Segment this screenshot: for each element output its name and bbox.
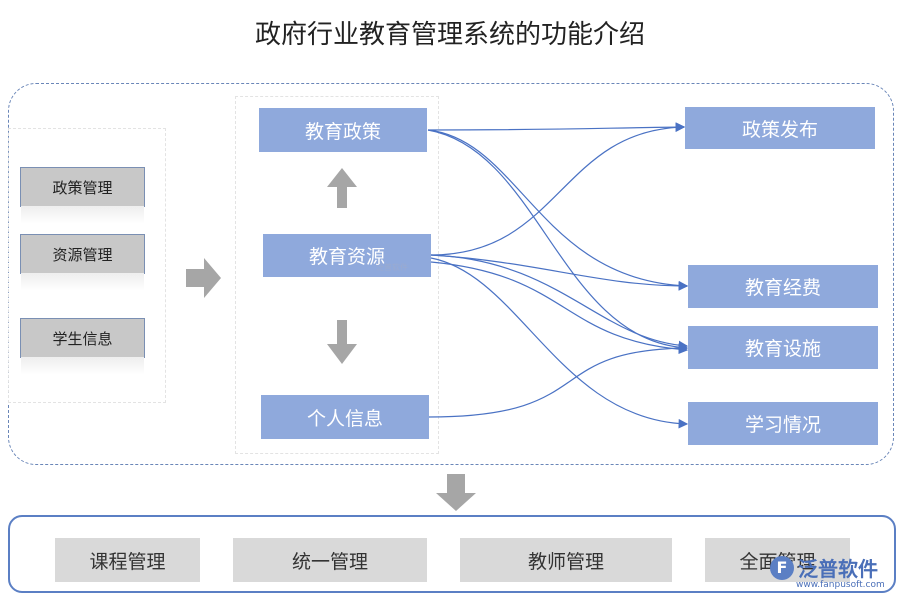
connector-resources-to-learning <box>430 257 689 429</box>
node-education-policy: 教育政策 <box>259 108 427 152</box>
node-personal-info: 个人信息 <box>261 395 429 439</box>
connector-resources-to-facilities-2 <box>430 261 689 355</box>
watermark-small: 泛普软件 <box>376 263 408 272</box>
arrow-down-bottom-gray <box>436 474 476 511</box>
connector-policy-to-release <box>427 122 686 132</box>
left-item-resource-management: 资源管理 <box>20 234 145 291</box>
logo-brand: 泛普软件 <box>798 557 878 581</box>
node-education-funding: 教育经费 <box>688 265 878 308</box>
arrow-down-gray <box>327 320 357 364</box>
node-learning-status: 学习情况 <box>688 402 878 445</box>
bottom-item-unified-management: 统一管理 <box>233 538 427 582</box>
left-item-label: 资源管理 <box>52 245 113 264</box>
node-education-resources: 教育资源 <box>263 234 431 277</box>
arrow-right-gray <box>186 258 221 298</box>
arrow-up-gray <box>327 168 357 208</box>
bottom-frame <box>8 515 896 593</box>
left-item-label: 学生信息 <box>52 329 113 348</box>
middle-panel <box>235 96 439 454</box>
bottom-item-teacher-management: 教师管理 <box>460 538 672 582</box>
bottom-item-course-management: 课程管理 <box>55 538 200 582</box>
watermark-logo: F 泛普软件 <box>770 553 878 582</box>
connector-resources-to-facilities-1 <box>430 254 689 351</box>
connector-resources-to-release <box>430 122 686 256</box>
left-panel <box>8 128 166 403</box>
connector-policy-to-facilities <box>427 129 689 353</box>
logo-icon: F <box>770 555 794 580</box>
logo-url: www.fanpusoft.com <box>796 580 885 590</box>
left-item-label: 政策管理 <box>52 178 113 197</box>
left-item-policy-management: 政策管理 <box>20 167 145 224</box>
page-title: 政府行业教育管理系统的功能介绍 <box>254 20 645 50</box>
left-item-student-info: 学生信息 <box>20 318 145 375</box>
connector-policy-to-funding <box>427 129 689 291</box>
connector-resources-to-funding <box>430 254 689 291</box>
node-policy-release: 政策发布 <box>685 107 875 149</box>
node-education-facilities: 教育设施 <box>688 326 878 369</box>
connector-personal-to-facilities <box>428 343 689 418</box>
